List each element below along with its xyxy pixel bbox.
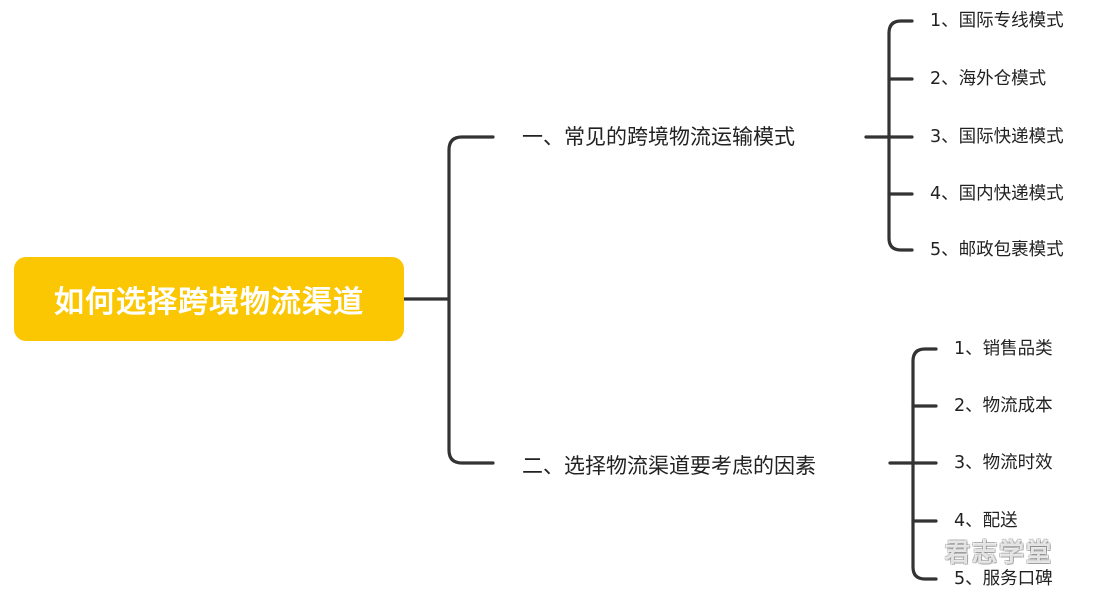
leaf-topic-product-category[interactable]: 1、销售品类 [954,339,1053,359]
leaf-topic-delivery-time[interactable]: 3、物流时效 [954,453,1053,473]
leaf-topic-distribution[interactable]: 4、配送 [954,511,1018,531]
leaf-topic-postal-parcel[interactable]: 5、邮政包裹模式 [930,240,1064,260]
root-topic-label: 如何选择跨境物流渠道 [54,285,364,320]
leaf-topic-domestic-express[interactable]: 4、国内快递模式 [930,184,1064,204]
connector-root-bracket [447,135,495,465]
leaf-topic-service-reputation[interactable]: 5、服务口碑 [954,569,1053,589]
leaf-topic-logistics-cost[interactable]: 2、物流成本 [954,396,1053,416]
branch-topic-logistics-modes[interactable]: 一、常见的跨境物流运输模式 [522,125,795,149]
leaf-topic-international-line[interactable]: 1、国际专线模式 [930,11,1064,31]
leaf-topic-international-express[interactable]: 3、国际快递模式 [930,127,1064,147]
branch-topic-selection-factors[interactable]: 二、选择物流渠道要考虑的因素 [522,454,816,478]
leaf-topic-overseas-warehouse[interactable]: 2、海外仓模式 [930,69,1047,89]
root-topic[interactable]: 如何选择跨境物流渠道 [14,257,404,341]
